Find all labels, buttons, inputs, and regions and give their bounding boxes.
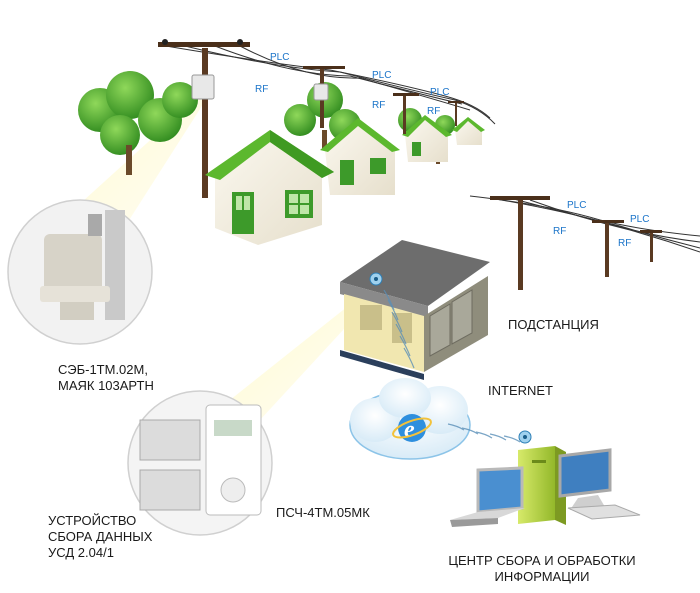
utility-pole-icon	[592, 220, 624, 277]
power-lines-right	[469, 195, 700, 253]
collector-label-line: УСД 2.04/1	[48, 545, 114, 560]
plc-label: PLC	[567, 200, 586, 211]
antenna-icon	[369, 272, 383, 286]
plc-label: PLC	[372, 70, 391, 81]
substation-label: ПОДСТАНЦИЯ	[508, 317, 599, 332]
desktop-computer-icon	[567, 504, 641, 520]
meter2-label: ПСЧ-4ТМ.05МК	[276, 505, 370, 520]
plc-label: PLC	[630, 214, 649, 225]
rf-label: RF	[255, 84, 268, 95]
house-icon	[402, 115, 452, 162]
plc-label: PLC	[430, 87, 449, 98]
utility-pole-icon	[448, 101, 464, 126]
signal-waves	[383, 289, 415, 369]
plc-label: PLC	[270, 52, 289, 63]
collector-label-line: УСТРОЙСТВО	[48, 513, 137, 528]
meter-label: СЭБ-1ТМ.02М, МАЯК 103АРТН	[58, 362, 154, 394]
laptop-icon	[450, 466, 525, 527]
house-icon	[320, 118, 400, 195]
collector-label: УСТРОЙСТВО СБОРА ДАННЫХ УСД 2.04/1	[48, 513, 152, 561]
electricity-meter-icon	[127, 390, 273, 536]
house-icon	[452, 117, 485, 145]
desktop-computer-icon	[518, 446, 612, 525]
collector-label-line: СБОРА ДАННЫХ	[48, 529, 153, 544]
internet-explorer-icon: e	[392, 414, 432, 443]
tree-icon	[78, 71, 198, 175]
internet-label: INTERNET	[488, 383, 553, 398]
center-label: ЦЕНТР СБОРА И ОБРАБОТКИ ИНФОРМАЦИИ	[442, 553, 642, 585]
rf-label: RF	[618, 238, 631, 249]
rf-label: RF	[427, 106, 440, 117]
utility-pole-icon	[303, 66, 345, 128]
rf-label: RF	[553, 226, 566, 237]
meter-label-line: СЭБ-1ТМ.02М,	[58, 362, 148, 377]
meter-label-line: МАЯК 103АРТН	[58, 378, 154, 393]
signal-waves	[447, 423, 521, 443]
rf-label: RF	[372, 100, 385, 111]
utility-pole-icon	[640, 230, 662, 262]
utility-pole-icon	[490, 196, 550, 290]
center-label-line: ЦЕНТР СБОРА И ОБРАБОТКИ	[448, 553, 636, 568]
electricity-meter-icon	[7, 199, 153, 345]
signal-beam	[230, 287, 380, 420]
svg-text:e: e	[404, 417, 415, 443]
substation-icon	[340, 240, 490, 380]
utility-pole-icon	[158, 39, 250, 198]
center-label-line: ИНФОРМАЦИИ	[494, 569, 590, 584]
house-icon	[205, 130, 334, 245]
power-lines-top	[159, 44, 496, 125]
antenna-icon	[518, 430, 532, 444]
utility-pole-icon	[393, 93, 419, 134]
